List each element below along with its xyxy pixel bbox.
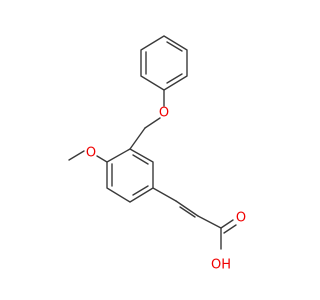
- bond-ether-o-ch2: [144, 117, 161, 129]
- benzene-ring: [106, 148, 154, 203]
- bond-carbonyl-o-second-line: [223, 224, 237, 234]
- benzene-ring-double-bonds: [111, 154, 149, 196]
- methoxy-oxygen-label: O: [86, 146, 96, 161]
- bond-ring-methoxy-o: [96, 155, 108, 163]
- bond-vinyl-second-line: [179, 206, 196, 218]
- phenyl-ring: [140, 35, 188, 91]
- bond-carbonyl-o: [220, 219, 234, 229]
- bond-vinyl: [175, 200, 199, 217]
- hydroxyl-label: OH: [211, 258, 231, 273]
- structure-canvas: O O O OH: [68, 35, 247, 273]
- carbonyl-oxygen-label: O: [236, 211, 246, 226]
- ether-oxygen-label: O: [159, 106, 169, 121]
- bond-ring-vinyl: [152, 187, 177, 202]
- chemical-structure: O O O OH: [68, 35, 246, 273]
- bond-methoxy-o-ch3: [68, 150, 85, 161]
- bond-vinyl-carbonyl: [197, 215, 222, 229]
- phenyl-ring-double-bonds: [145, 41, 183, 84]
- bond-ch2-ring: [129, 127, 146, 150]
